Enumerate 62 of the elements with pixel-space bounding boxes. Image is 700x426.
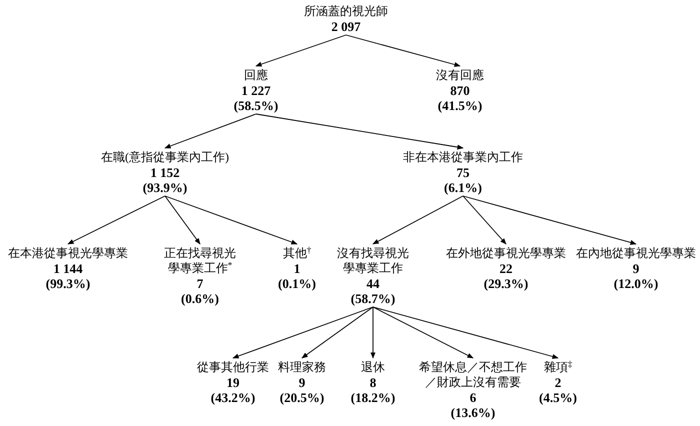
count-value: 19	[226, 375, 240, 390]
arrow	[67, 196, 166, 244]
percentage-value: (0.1%)	[278, 276, 316, 291]
arrow	[164, 114, 256, 148]
percentage-value: (43.2%)	[210, 390, 256, 405]
percentage-value: (20.5%)	[280, 390, 324, 405]
arrow	[255, 34, 346, 67]
category-label: 非在本港從事業內工作	[403, 150, 523, 165]
percentage-value: (93.9%)	[142, 180, 188, 195]
count-value: 44	[366, 276, 380, 291]
percentage-value: (6.1%)	[444, 180, 482, 195]
percentage-value: (12.0%)	[614, 276, 658, 291]
category-label: 在內地從事視光學專業	[576, 246, 696, 261]
count-value: 75	[456, 165, 470, 180]
arrow	[462, 196, 506, 244]
count-value: 870	[450, 83, 470, 98]
count-value: 1 144	[53, 261, 83, 276]
category-label: 從事其他行業	[197, 360, 269, 375]
percentage-value: (99.3%)	[46, 276, 90, 291]
arrow	[372, 306, 474, 358]
percentage-value: (18.2%)	[350, 390, 396, 405]
arrow	[462, 196, 637, 245]
percentage-value: (58.5%)	[234, 98, 278, 113]
count-value: 2	[554, 375, 562, 390]
category-label: 正在找尋視光學專業工作$^{*}$	[163, 246, 237, 276]
count-value: 9	[632, 261, 640, 276]
percentage-value: (4.5%)	[539, 390, 577, 405]
count-value: 1 227	[241, 83, 271, 98]
arrow	[232, 306, 374, 358]
arrow	[372, 196, 464, 244]
category-label: 沒有找尋視光學專業工作	[336, 246, 410, 276]
category-label: 回應	[244, 68, 268, 83]
arrow	[370, 306, 376, 359]
arrow	[302, 306, 374, 358]
arrow	[372, 306, 559, 359]
percentage-value: (58.7%)	[350, 291, 396, 306]
category-label: 在職(意指從事業內工作)	[101, 150, 229, 165]
count-value: 22	[500, 261, 512, 276]
arrow	[346, 34, 461, 67]
category-label: 料理家務	[278, 360, 326, 375]
count-value: 9	[298, 375, 306, 390]
category-label: 所涵蓋的視光師	[304, 4, 388, 19]
count-value: 7	[196, 276, 204, 291]
count-value: 1	[294, 261, 300, 276]
category-label: 在本港從事視光學專業	[8, 246, 128, 261]
arrow	[164, 196, 298, 244]
arrow	[164, 196, 200, 244]
category-label: 雜項$^{‡}$	[544, 360, 572, 375]
arrow	[256, 114, 464, 150]
category-label: 在外地從事視光學專業	[446, 246, 566, 261]
category-label: 沒有回應	[436, 68, 484, 83]
percentage-value: (41.5%)	[438, 98, 482, 113]
percentage-value: (0.6%)	[181, 291, 219, 306]
count-value: 6	[470, 390, 476, 405]
category-label: 希望休息／不想工作／財政上沒有需要	[418, 360, 528, 390]
category-label: 其他$^{†}$	[282, 246, 312, 261]
category-label: 退休	[361, 360, 385, 375]
percentage-value: (29.3%)	[484, 276, 528, 291]
count-value: 8	[370, 375, 376, 390]
count-value: 2 097	[331, 19, 361, 34]
percentage-value: (13.6%)	[450, 405, 496, 420]
count-value: 1 152	[150, 165, 180, 180]
